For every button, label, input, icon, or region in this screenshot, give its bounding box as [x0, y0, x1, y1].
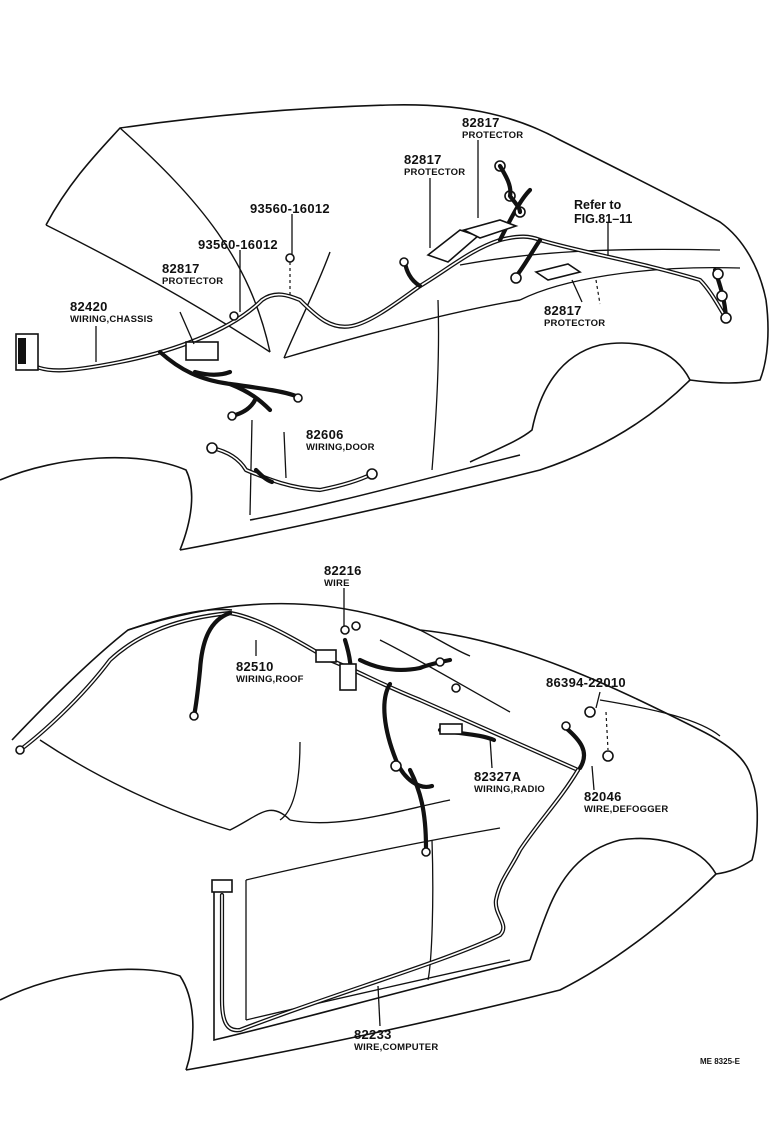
- callout-part-86394: 86394-22010: [546, 676, 626, 689]
- part-name: PROTECTOR: [462, 130, 524, 141]
- callout-wiring-roof: 82510 WIRING,ROOF: [236, 660, 304, 685]
- part-number: 82817: [404, 152, 442, 167]
- protector-upper-plate: [461, 219, 519, 239]
- clip-93560-a-part: [229, 311, 239, 321]
- part-number: 82606: [306, 427, 344, 442]
- part-name: WIRE,COMPUTER: [354, 1042, 439, 1053]
- part-name: WIRING,ROOF: [236, 674, 304, 685]
- part-number: 82817: [462, 115, 500, 130]
- top-car-body: [0, 104, 769, 551]
- part-name: WIRING,DOOR: [306, 442, 375, 453]
- reference-line-2: FIG.81–11: [574, 211, 633, 226]
- bottom-car-body: [0, 602, 759, 1071]
- callout-wire-82216: 82216 WIRE: [324, 564, 362, 589]
- callout-protector-upper: 82817 PROTECTOR: [462, 116, 523, 141]
- part-number: 86394-22010: [546, 675, 626, 690]
- wire-82216-connector: [339, 663, 357, 691]
- bottom-parts: [15, 621, 614, 893]
- protector-right-plate: [534, 263, 582, 281]
- part-number: 82510: [236, 659, 274, 674]
- part-name: PROTECTOR: [404, 167, 466, 178]
- callout-wiring-chassis: 82420 WIRING,CHASSIS: [70, 300, 153, 325]
- bottom-leaders: [255, 588, 609, 1027]
- part-number: 82233: [354, 1027, 392, 1042]
- defogger-connector: [602, 750, 614, 762]
- top-leaders: [95, 140, 609, 479]
- part-name: WIRING,RADIO: [474, 784, 546, 795]
- part-number: 93560-16012: [250, 201, 330, 216]
- part-number: 82046: [584, 789, 622, 804]
- clip-93560-b-part: [285, 253, 295, 263]
- part-name: WIRE,DEFOGGER: [584, 804, 669, 815]
- reference-note: Refer to FIG.81–11: [574, 199, 632, 225]
- part-name: WIRE: [324, 578, 350, 589]
- roof-connector: [315, 649, 337, 663]
- callout-wire-defogger: 82046 WIRE,DEFOGGER: [584, 790, 668, 815]
- part-number: 93560-16012: [198, 237, 278, 252]
- reference-line-1: Refer to: [574, 198, 622, 212]
- bottom-wiring-harness: [17, 610, 587, 1033]
- part-name: PROTECTOR: [162, 276, 224, 287]
- protector-left-plate: [185, 341, 219, 361]
- part-number: 82817: [544, 303, 582, 318]
- part-number: 82420: [70, 299, 108, 314]
- callout-wiring-radio: 82327A WIRING,RADIO: [474, 770, 545, 795]
- callout-protector-middle: 82817 PROTECTOR: [404, 153, 465, 178]
- callout-clip-93560-a: 93560-16012: [250, 202, 330, 215]
- callout-wire-computer: 82233 WIRE,COMPUTER: [354, 1028, 438, 1053]
- top-parts: [15, 160, 732, 480]
- radio-connector: [439, 723, 463, 735]
- part-number: 82327A: [474, 769, 522, 784]
- part-number: 82216: [324, 563, 362, 578]
- part-number: 82817: [162, 261, 200, 276]
- part-name: WIRING,CHASSIS: [70, 314, 154, 325]
- callout-protector-right: 82817 PROTECTOR: [544, 304, 605, 329]
- figure-code: ME 8325-E: [700, 1057, 741, 1066]
- top-wiring-harness: [23, 187, 729, 493]
- computer-connector: [211, 879, 233, 893]
- door-connector: [206, 442, 218, 454]
- callout-clip-93560-b: 93560-16012: [198, 238, 278, 251]
- callout-protector-left: 82817 PROTECTOR: [162, 262, 223, 287]
- part-name: PROTECTOR: [544, 318, 606, 329]
- part-86394-grommet: [584, 706, 596, 718]
- callout-wiring-door: 82606 WIRING,DOOR: [306, 428, 375, 453]
- protector-middle-plate: [426, 229, 480, 263]
